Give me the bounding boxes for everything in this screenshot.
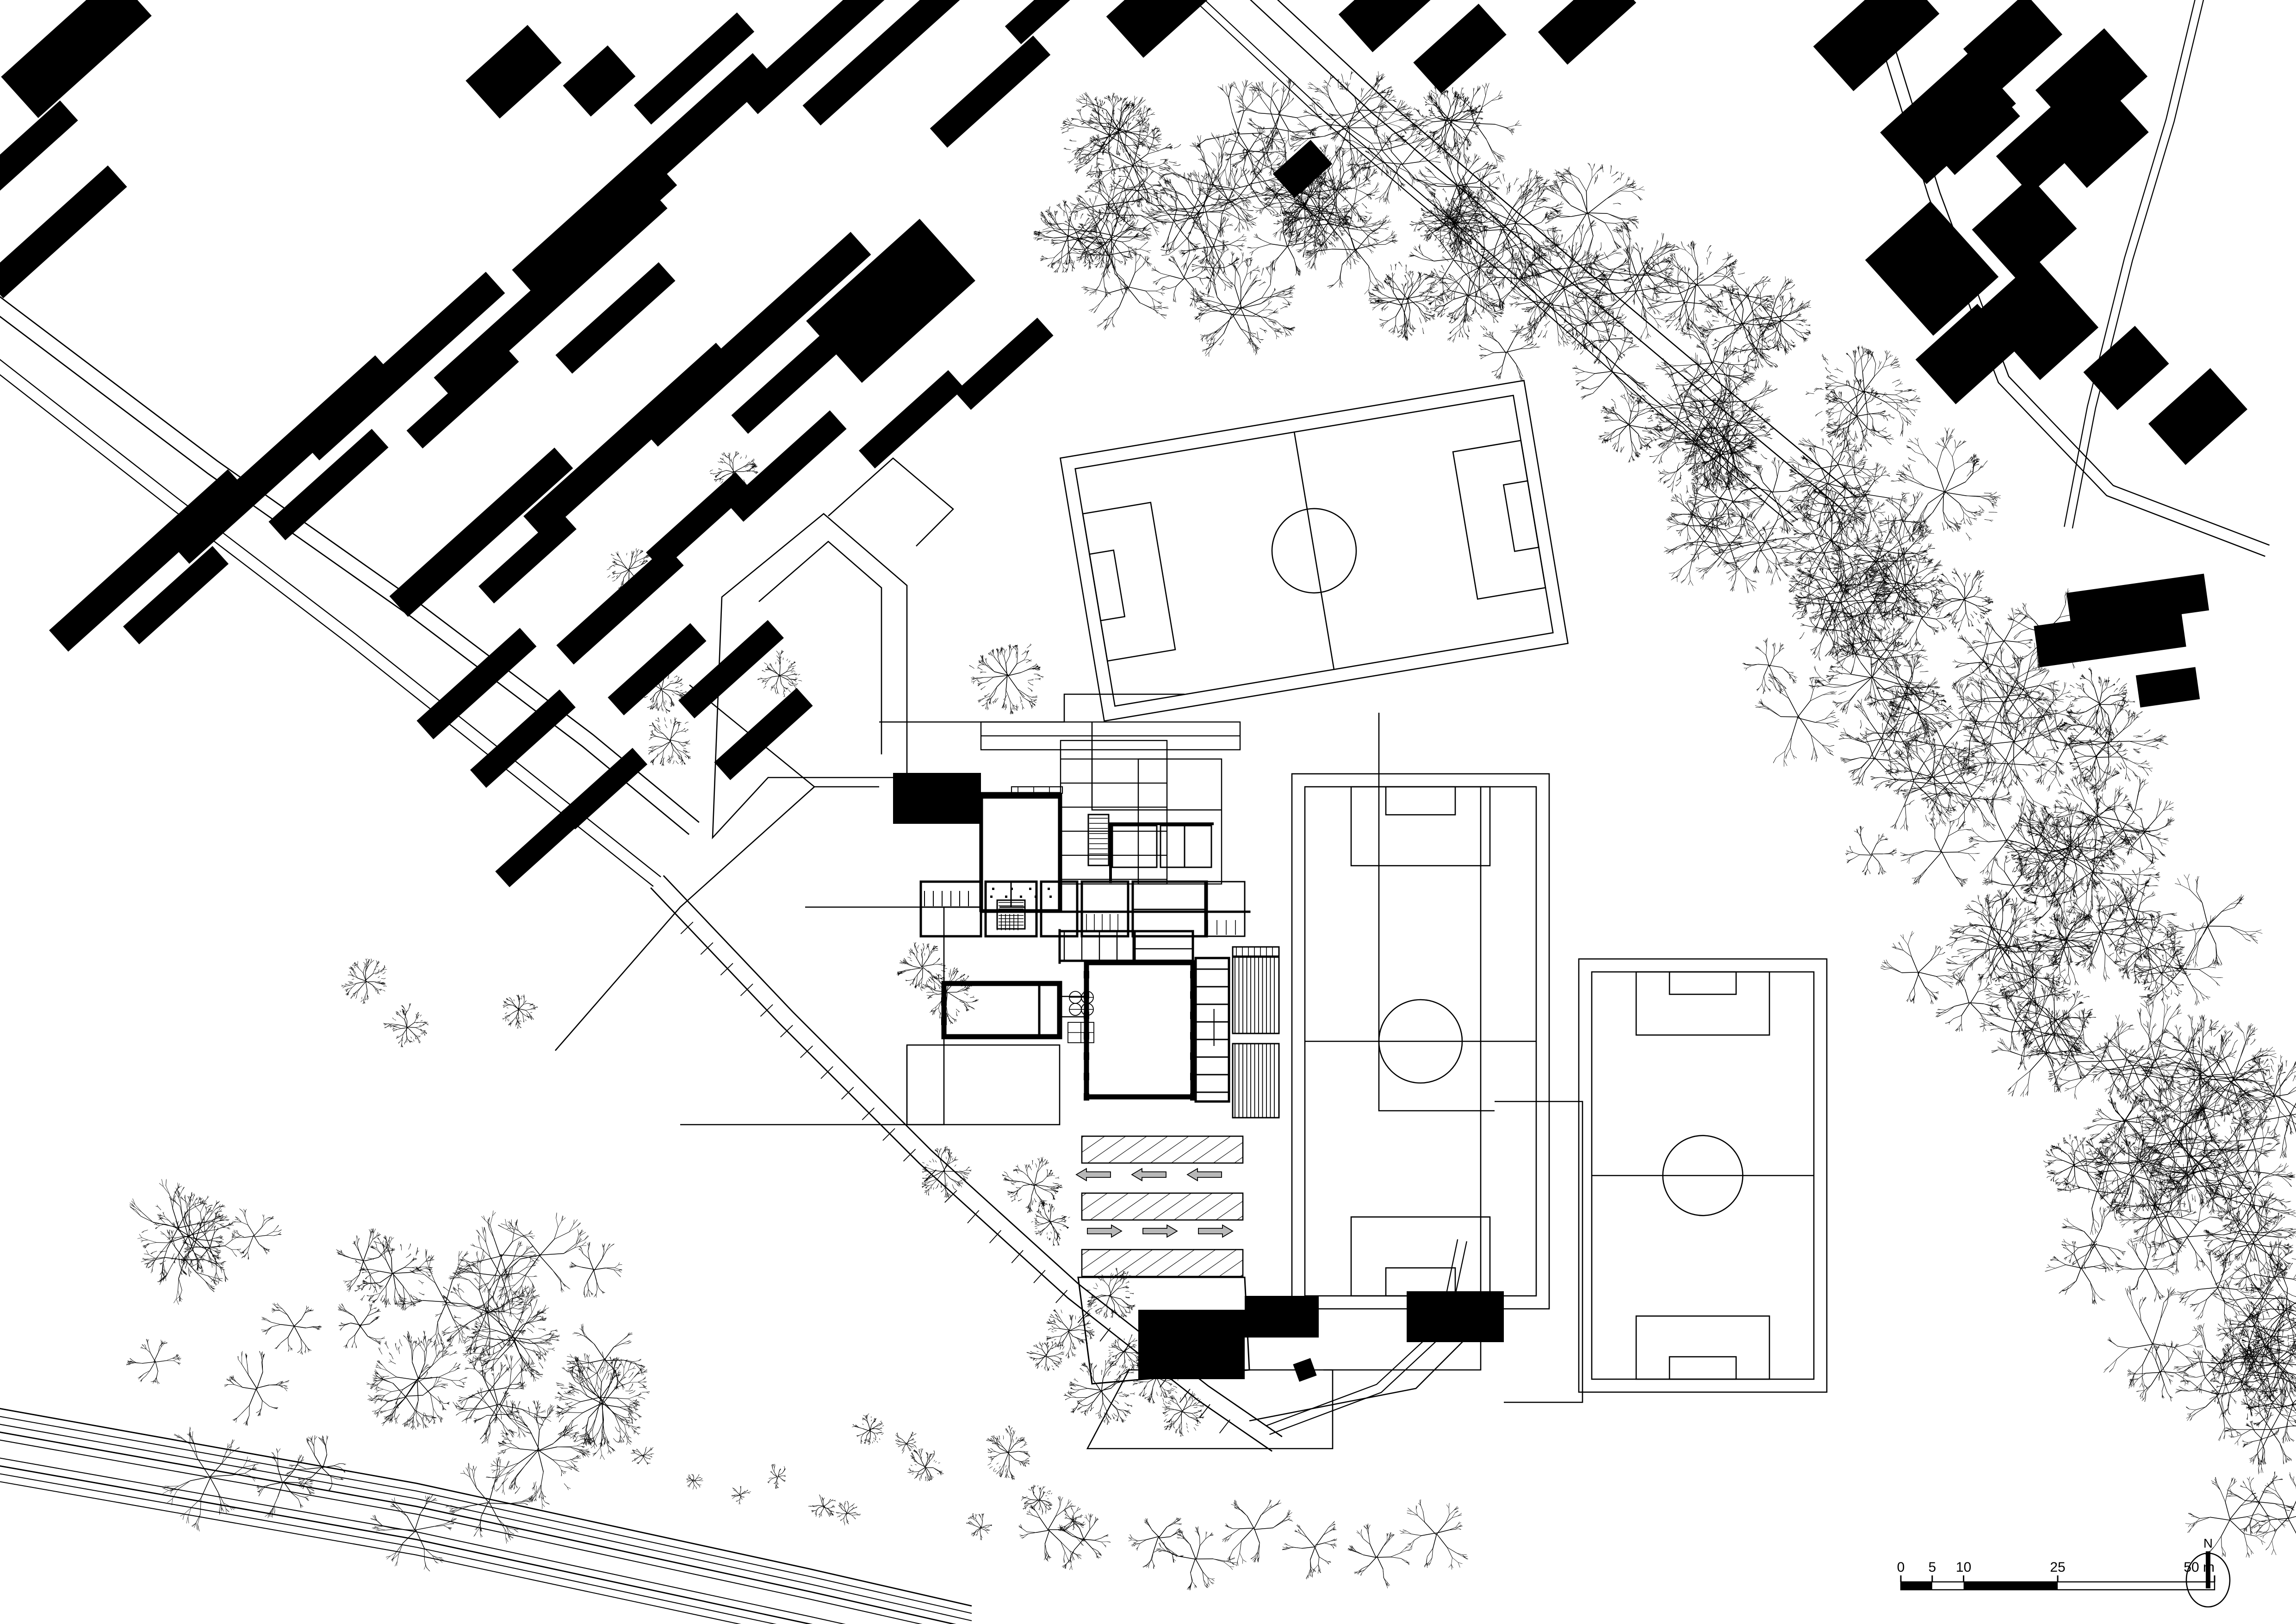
building-footprint: [893, 773, 981, 824]
building-footprint: [1138, 1310, 1245, 1379]
parking-bay-row: [1082, 1136, 1243, 1163]
scale-tick-label: 0: [1897, 1560, 1905, 1575]
scale-tick-label: 25: [2050, 1560, 2065, 1575]
scale-tick-label: 10: [1956, 1560, 1971, 1575]
parking-bay-row: [1082, 1250, 1243, 1276]
building-footprint: [1407, 1291, 1504, 1342]
scale-tick-label: 5: [1928, 1560, 1936, 1575]
building-footprint: [1245, 1296, 1319, 1338]
north-label: N: [2203, 1536, 2213, 1550]
parking-bay-row: [1082, 1193, 1243, 1220]
